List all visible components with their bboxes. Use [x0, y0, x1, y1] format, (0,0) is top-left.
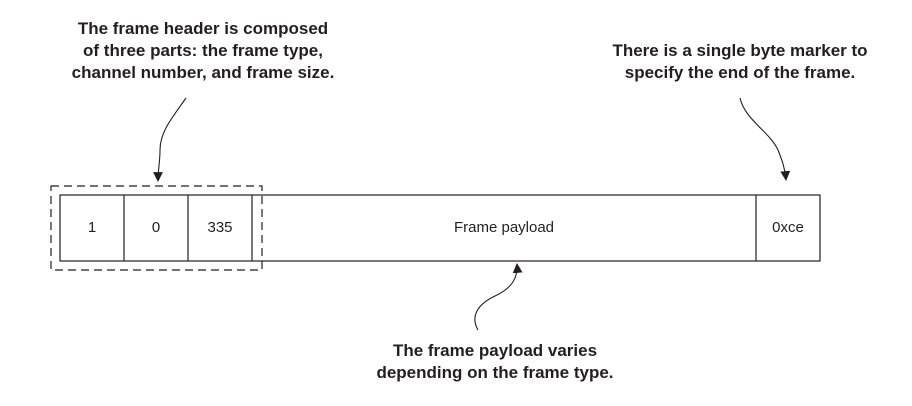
frame-end-marker-cell: 0xce — [772, 219, 804, 236]
channel-number-cell: 0 — [151, 219, 161, 236]
frame-payload-cell: Frame payload — [453, 219, 555, 236]
end-marker-annotation-line: There is a single byte marker to — [612, 41, 868, 60]
header-annotation-line: of three parts: the frame type, — [83, 41, 323, 60]
frame-outline — [59, 194, 821, 262]
payload-annotation-line: The frame payload varies — [392, 341, 598, 360]
header-annotation: The frame header is composed of three pa… — [58, 18, 348, 84]
payload-annotation-line: depending on the frame type. — [376, 363, 614, 382]
payload-annotation: The frame payload varies depending on th… — [340, 340, 650, 384]
payload-arrow — [474, 263, 523, 331]
end-marker-arrow — [739, 97, 791, 181]
end-marker-annotation-line: specify the end of the frame. — [624, 63, 856, 82]
header-annotation-line: channel number, and frame size. — [71, 63, 335, 82]
frame-size-cell: 335 — [207, 219, 233, 236]
end-marker-annotation: There is a single byte marker to specify… — [590, 40, 890, 84]
frame-type-cell: 1 — [87, 219, 97, 236]
header-arrow — [153, 97, 187, 182]
header-group-dashed-box — [50, 185, 263, 271]
header-annotation-line: The frame header is composed — [77, 19, 329, 38]
